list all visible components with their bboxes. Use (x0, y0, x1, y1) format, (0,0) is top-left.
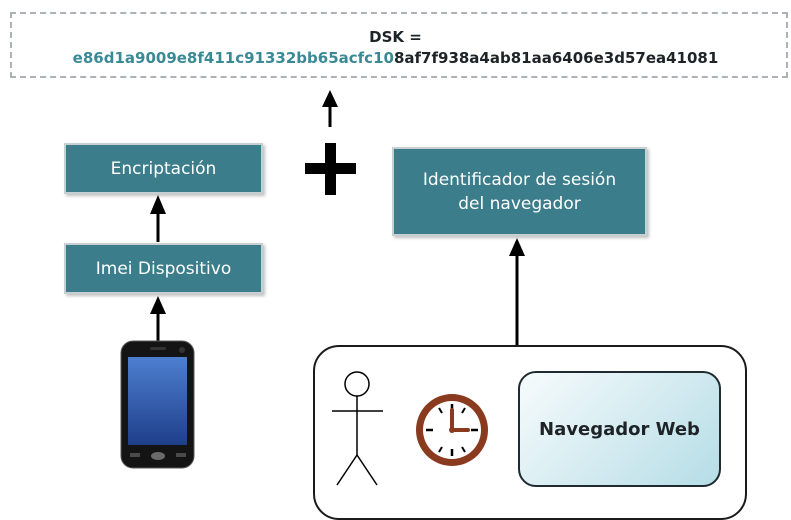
dsk-label: DSK = (369, 28, 422, 46)
encryption-label: Encriptación (110, 158, 217, 179)
encryption-node: Encriptación (64, 143, 263, 194)
dsk-value-part2: 8af7f938a4ab81aa6406e3d57ea41081 (393, 49, 719, 67)
browser-node: Navegador Web (518, 371, 721, 487)
arrow-group-to-session-id (509, 238, 525, 345)
dsk-value-part1: e86d1a9009e8f411c91332bb65acfc10 (72, 49, 394, 67)
person-icon (332, 371, 383, 486)
imei-node: Imei Dispositivo (64, 243, 263, 294)
dsk-value: e86d1a9009e8f411c91332bb65acfc108af7f938… (0, 48, 791, 68)
arrow-imei-to-encryption (150, 195, 166, 242)
arrow-to-dsk (322, 90, 338, 127)
dsk-container (10, 12, 788, 78)
session-id-label-line1: Identificador de sesión (422, 169, 617, 190)
smartphone-icon (120, 340, 195, 469)
session-id-node: Identificador de sesión del navegador (392, 147, 647, 236)
browser-label: Navegador Web (539, 418, 700, 440)
session-id-label-line2: del navegador (458, 193, 581, 214)
arrow-phone-to-imei (150, 296, 166, 342)
plus-icon (305, 143, 356, 195)
clock-icon (416, 394, 488, 466)
diagram-graphics (120, 90, 525, 486)
imei-label: Imei Dispositivo (95, 258, 232, 279)
